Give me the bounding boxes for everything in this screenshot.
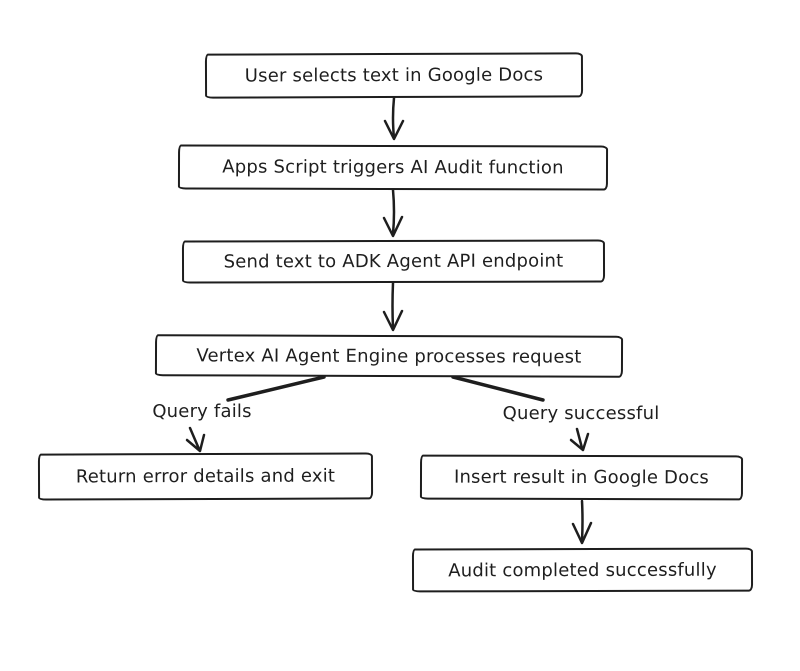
- edge-label-query-successful: Query successful: [496, 403, 666, 424]
- arrow-querysuccess-to-insert: [575, 427, 584, 450]
- arrow-user-to-appsscript-head: [383, 119, 405, 141]
- arrow-appsscript-to-sendtext: [391, 188, 396, 236]
- node-label: Audit completed successfully: [448, 559, 717, 581]
- node-label: Vertex AI Agent Engine processes request: [196, 344, 582, 368]
- arrow-queryfails-to-error-head: [185, 433, 206, 453]
- arrow-user-to-appsscript: [391, 96, 396, 140]
- branch-line-query-fails: [226, 375, 326, 402]
- arrow-insert-to-audit-head: [571, 521, 593, 545]
- branch-line-query-successful: [451, 375, 545, 402]
- node-apps-script-triggers: Apps Script triggers AI Audit function: [177, 144, 609, 191]
- node-label: Send text to ADK Agent API endpoint: [223, 250, 564, 273]
- arrow-appsscript-to-sendtext-head: [382, 215, 404, 238]
- node-audit-completed: Audit completed successfully: [411, 547, 754, 593]
- node-insert-result: Insert result in Google Docs: [419, 454, 744, 501]
- arrow-sendtext-to-vertex-head: [382, 309, 404, 332]
- node-label: Insert result in Google Docs: [453, 466, 710, 489]
- arrow-sendtext-to-vertex: [391, 281, 395, 330]
- node-label: Apps Script triggers AI Audit function: [222, 156, 564, 179]
- edge-label-text: Query fails: [152, 401, 252, 422]
- node-user-selects-text: User selects text in Google Docs: [204, 52, 584, 99]
- node-send-text-adk: Send text to ADK Agent API endpoint: [181, 239, 606, 284]
- node-label: User selects text in Google Docs: [244, 64, 544, 87]
- arrow-querysuccess-to-insert-head: [569, 432, 590, 452]
- node-label: Return error details and exit: [75, 465, 336, 488]
- arrow-insert-to-audit: [580, 499, 584, 543]
- edge-label-text: Query successful: [502, 403, 660, 424]
- edge-label-query-fails: Query fails: [132, 401, 272, 422]
- arrow-queryfails-to-error: [188, 426, 201, 451]
- node-return-error: Return error details and exit: [37, 452, 374, 501]
- node-vertex-processes: Vertex AI Agent Engine processes request: [154, 334, 624, 378]
